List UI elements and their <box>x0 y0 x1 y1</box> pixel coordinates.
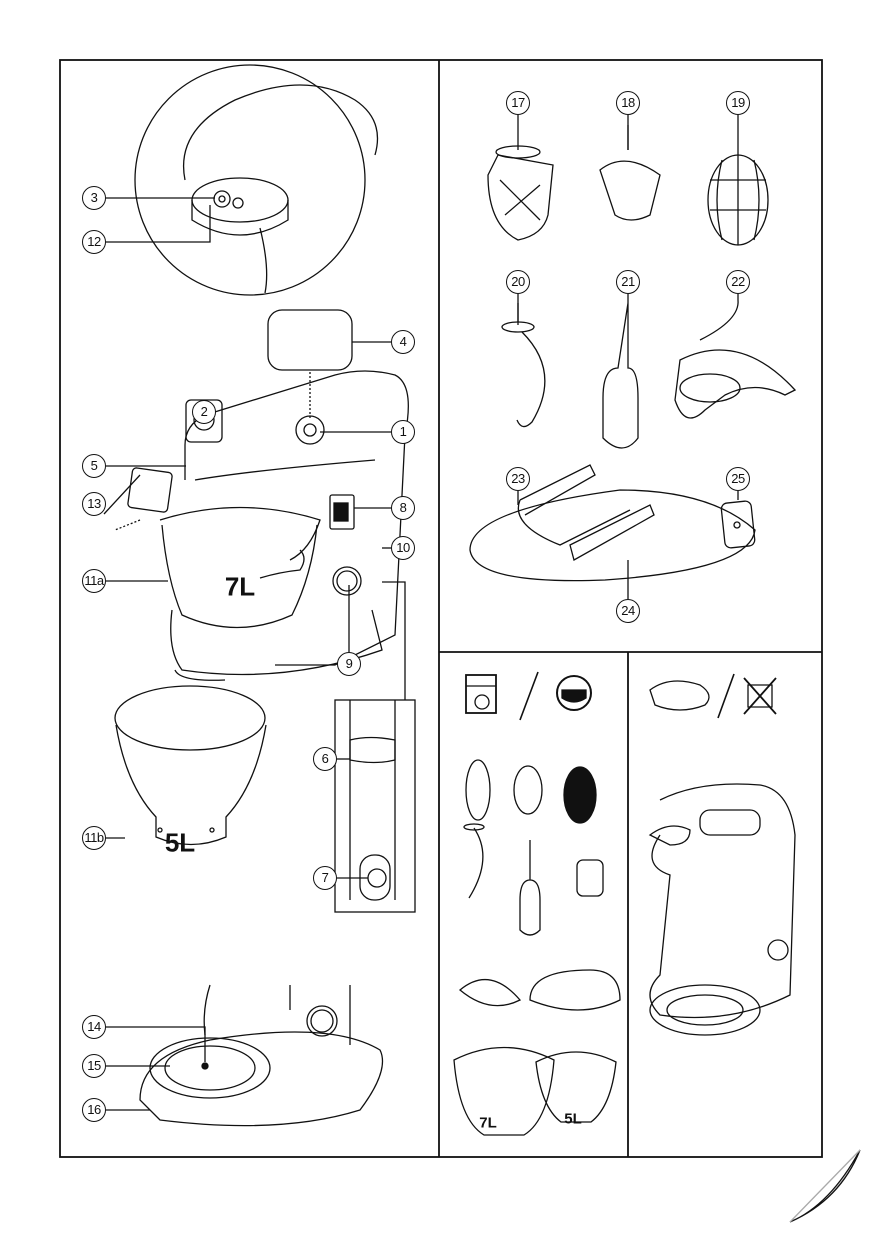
callout-12: 12 <box>82 230 106 254</box>
callout-25: 25 <box>726 467 750 491</box>
callout-10: 10 <box>391 536 415 560</box>
mixer-base <box>139 984 384 1127</box>
clean-bowl-5l-label: 5L <box>564 1110 582 1128</box>
stand-mixer <box>114 309 409 681</box>
callout-4: 4 <box>391 330 415 354</box>
callout-5: 5 <box>82 454 106 478</box>
callout-11b: 11b <box>82 826 106 850</box>
callout-15: 15 <box>82 1054 106 1078</box>
page-frame <box>59 59 823 1158</box>
side-detail <box>334 581 416 913</box>
wipe-cloth-icon <box>649 680 710 711</box>
bowl-5l <box>114 685 267 846</box>
callout-16: 16 <box>82 1098 106 1122</box>
callout-14: 14 <box>82 1015 106 1039</box>
callout-1: 1 <box>391 420 415 444</box>
callout-9: 9 <box>337 652 361 676</box>
callout-2: 2 <box>192 400 216 424</box>
callout-21: 21 <box>616 270 640 294</box>
callout-13: 13 <box>82 492 106 516</box>
bowl-5l-label: 5L <box>164 827 196 858</box>
callout-7: 7 <box>313 866 337 890</box>
callout-6: 6 <box>313 747 337 771</box>
attachments <box>469 125 797 582</box>
callout-22: 22 <box>726 270 750 294</box>
callout-19: 19 <box>726 91 750 115</box>
bowl-7l-label: 7L <box>224 571 256 602</box>
callout-24: 24 <box>616 599 640 623</box>
dishwasher-icon <box>465 674 497 714</box>
callout-23: 23 <box>506 467 530 491</box>
mixer-cleaning <box>648 783 796 1036</box>
cleaning-items <box>453 759 621 1136</box>
outlet-detail <box>134 64 379 296</box>
callout-20: 20 <box>506 270 530 294</box>
callout-3: 3 <box>82 186 106 210</box>
leader-lines <box>103 115 739 1111</box>
clean-bowl-7l-label: 7L <box>479 1114 497 1132</box>
callout-11a: 11a <box>82 569 106 593</box>
callout-17: 17 <box>506 91 530 115</box>
soak-icon <box>556 675 592 711</box>
callout-8: 8 <box>391 496 415 520</box>
page-curl-icon <box>789 1149 861 1223</box>
do-not-immerse-icon <box>743 677 777 715</box>
callout-18: 18 <box>616 91 640 115</box>
